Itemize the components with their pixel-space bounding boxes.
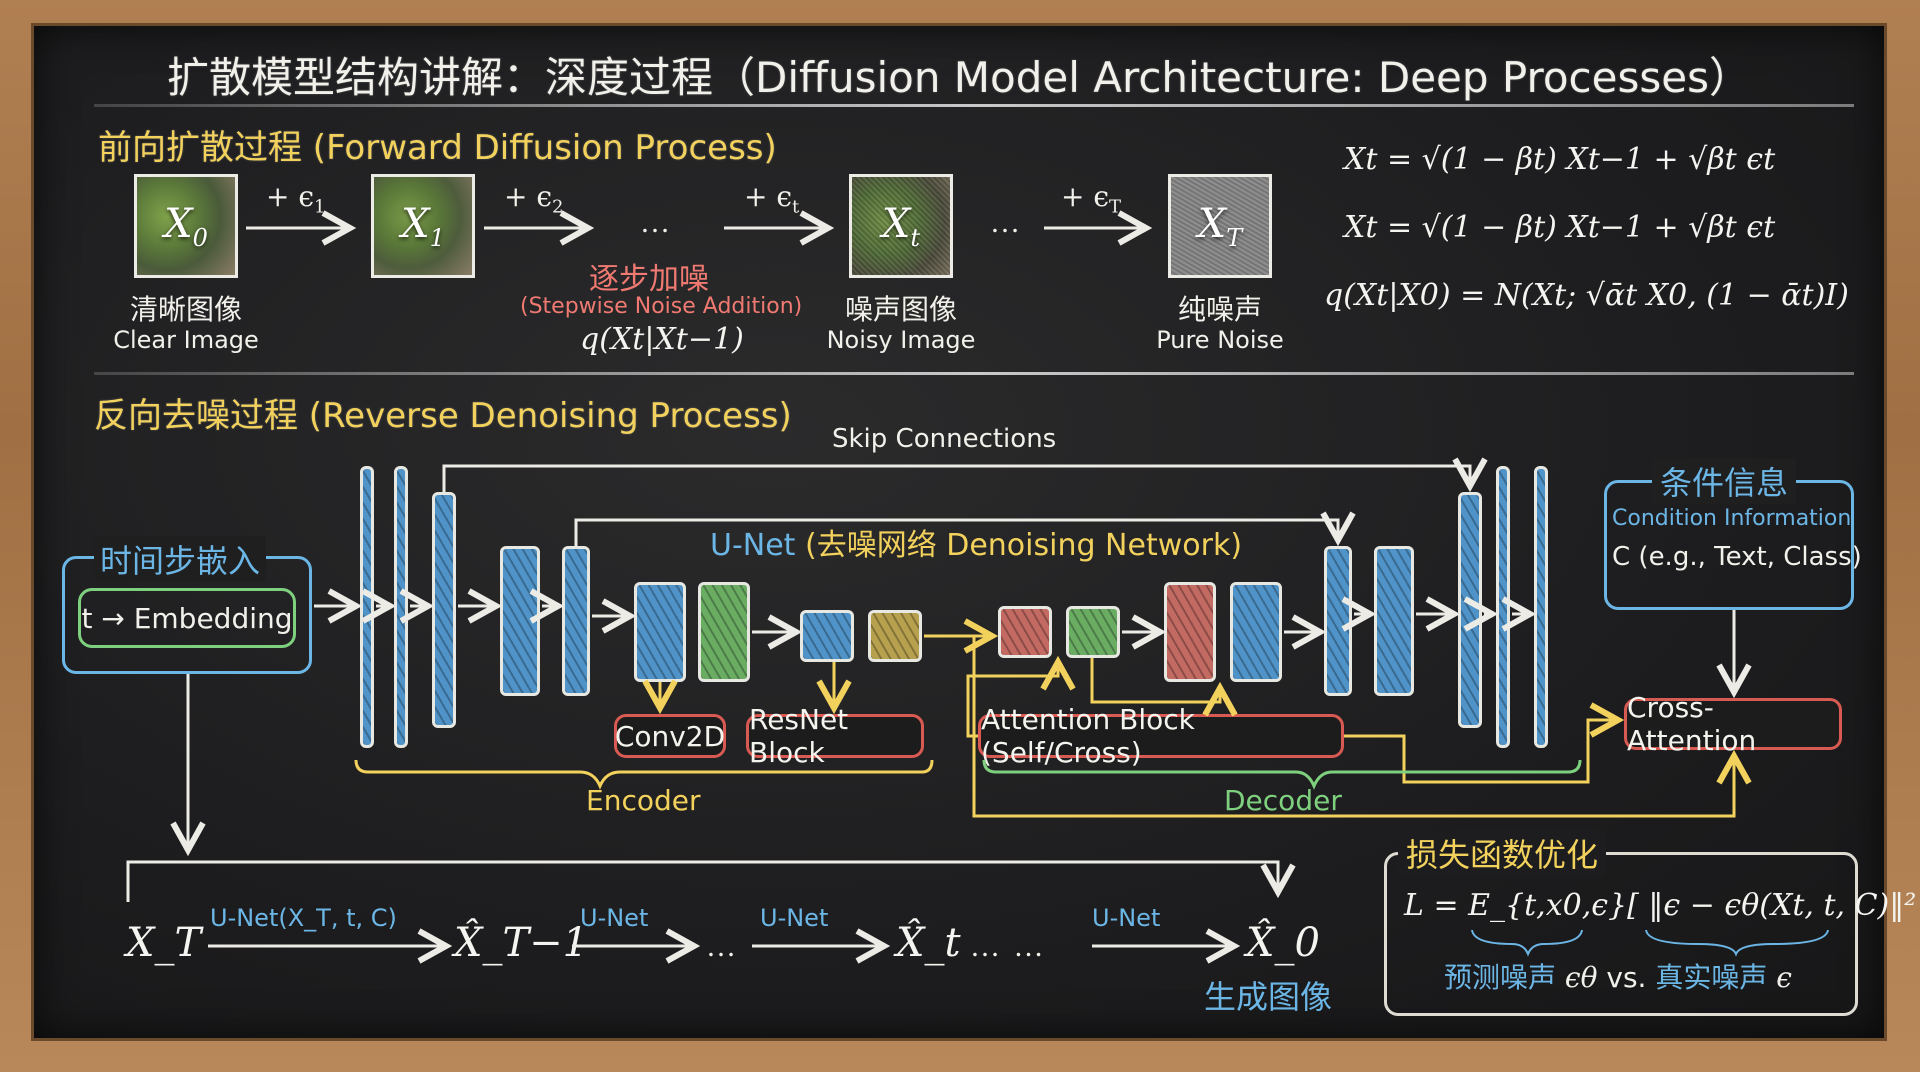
loss-formula: L = E_{t,x0,ϵ}[ ‖ϵ − ϵθ(Xt, t, C)‖² ] — [1404, 888, 1920, 923]
bottleneck-block-2 — [868, 610, 922, 662]
sampling-op-4: U-Net — [1092, 904, 1161, 932]
sampling-result-1: X̂_T−1 — [454, 920, 589, 966]
sampling-result-2: … — [706, 930, 739, 963]
caption-pure-zh: 纯噪声 — [1177, 293, 1262, 326]
encoder-label: Encoder — [586, 784, 701, 817]
bottleneck-block-1 — [800, 610, 854, 662]
condition-expr: C (e.g., Text, Class) — [1612, 542, 1862, 572]
chalkboard: 扩散模型结构讲解：深度过程（Diffusion Model Architectu… — [34, 26, 1920, 1038]
condition-title: 条件信息 — [1652, 458, 1797, 504]
encoder-block-6 — [634, 582, 686, 682]
equation-3: q(Xt|X0) = N(Xt; √ᾱt X0, (1 − ᾱt)I) — [1324, 278, 1849, 313]
ellipsis-1: … — [640, 206, 673, 239]
title-divider — [94, 104, 1854, 107]
unet-title: U-Net (去噪网络 Denoising Network) — [710, 528, 1243, 563]
equation-1: Xt = √(1 − βt) Xt−1 + √βt ϵt — [1344, 142, 1776, 177]
page-title: 扩散模型结构讲解：深度过程（Diffusion Model Architectu… — [167, 53, 1751, 102]
caption-clear-en: Clear Image — [113, 326, 259, 354]
equation-2: Xt = √(1 − βt) Xt−1 + √βt ϵt — [1344, 210, 1776, 245]
image-x0: X0 — [134, 174, 238, 278]
decoder-label: Decoder — [1224, 784, 1342, 817]
attention-block-2 — [1066, 606, 1120, 658]
forward-heading: 前向扩散过程 (Forward Diffusion Process) — [98, 128, 777, 168]
connector-lines — [126, 26, 1829, 1038]
sampling-op-1: U-Net(X_T, t, C) — [210, 904, 397, 932]
caption-noisy-zh: 噪声图像 — [844, 293, 957, 326]
noise-label-1: + ϵ1 — [266, 180, 326, 218]
decoder-block-1 — [1230, 582, 1282, 682]
image-x0-label: X0 — [164, 200, 208, 252]
image-xT: XT — [1168, 174, 1272, 278]
loss-box — [1384, 852, 1858, 1016]
condition-en: Condition Information — [1612, 506, 1852, 531]
cross-attention-label: Cross-Attention — [1624, 691, 1842, 757]
skip-connections-label: Skip Connections — [832, 424, 1057, 454]
stepwise-zh: 逐步加噪 — [589, 262, 709, 297]
section-divider — [94, 372, 1854, 375]
timestep-embedding-box: t → Embedding — [78, 588, 296, 648]
stepwise-en: (Stepwise Noise Addition) — [520, 294, 803, 319]
noise-label-T: + ϵT — [1061, 180, 1122, 218]
loss-caption: 预测噪声 ϵθ vs. 真实噪声 ϵ — [1444, 961, 1792, 994]
decoder-block-3 — [1374, 546, 1414, 696]
attention-block-1 — [998, 606, 1052, 658]
transition-formula: q(Xt|Xt−1) — [580, 322, 744, 357]
encoder-resnet-block — [698, 582, 750, 682]
reverse-heading: 反向去噪过程 (Reverse Denoising Process) — [94, 396, 792, 436]
conv2d-label: Conv2D — [614, 714, 726, 758]
sampling-start: X_T — [126, 920, 202, 966]
sampling-dots: … … — [970, 930, 1047, 963]
image-xt-label: Xt — [881, 200, 921, 252]
image-x1: X1 — [371, 174, 475, 278]
sampling-op-2: U-Net — [580, 904, 649, 932]
caption-pure-en: Pure Noise — [1156, 326, 1284, 354]
image-xT-label: XT — [1197, 200, 1243, 252]
sampling-result-3: X̂_t — [896, 920, 961, 966]
caption-noisy-en: Noisy Image — [826, 326, 976, 354]
skip-connection-inner — [574, 520, 1338, 546]
timestep-title: 时间步嵌入 — [94, 536, 267, 582]
sampling-op-3: U-Net — [760, 904, 829, 932]
loss-heading: 损失函数优化 — [1398, 830, 1607, 876]
image-xt: Xt — [849, 174, 953, 278]
ellipsis-2: … — [990, 206, 1023, 239]
image-x1-label: X1 — [401, 200, 445, 252]
skip-connection-outer — [442, 466, 1470, 492]
noise-label-2: + ϵ2 — [504, 180, 564, 218]
sampling-result-4: X̂_0 — [1246, 920, 1320, 966]
noise-label-t: + ϵt — [744, 180, 800, 218]
caption-clear-zh: 清晰图像 — [129, 293, 242, 326]
generated-image-label: 生成图像 — [1204, 978, 1333, 1016]
